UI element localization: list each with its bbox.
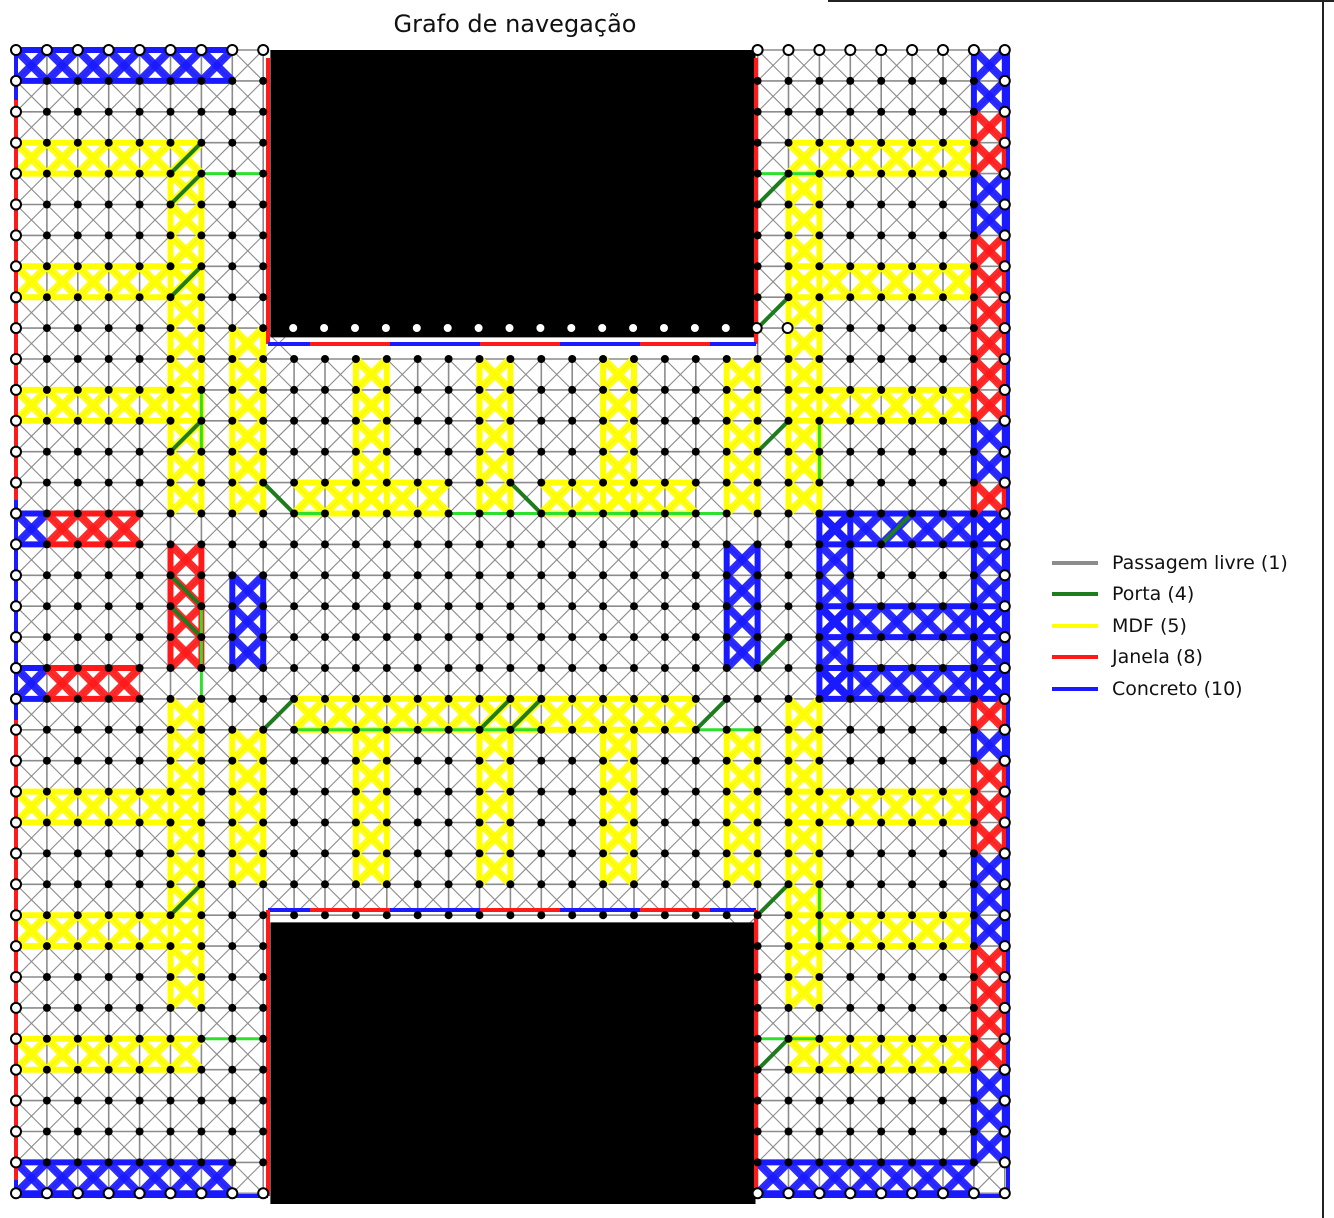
legend-swatch-free <box>1052 560 1098 565</box>
frame-top-border <box>828 0 1334 2</box>
frame-right-border <box>1322 0 1324 1218</box>
legend-swatch-door <box>1052 592 1098 597</box>
legend-label-free: Passagem livre (1) <box>1112 551 1288 574</box>
navigation-graph <box>10 44 1011 1204</box>
legend-label-window: Janela (8) <box>1112 646 1203 669</box>
walls-layer <box>14 50 1010 1204</box>
legend-label-door: Porta (4) <box>1112 583 1195 606</box>
nodes-layer <box>10 44 1011 1200</box>
legend-item-window: Janela (8) <box>1052 642 1288 674</box>
legend-item-door: Porta (4) <box>1052 579 1288 611</box>
legend-item-concrete: Concreto (10) <box>1052 673 1288 705</box>
edges-layer <box>13 47 1008 1197</box>
legend-swatch-window <box>1052 655 1098 660</box>
legend-label-mdf: MDF (5) <box>1112 614 1187 637</box>
legend: Passagem livre (1) Porta (4) MDF (5) Jan… <box>1052 547 1288 705</box>
legend-item-mdf: MDF (5) <box>1052 610 1288 642</box>
legend-label-concrete: Concreto (10) <box>1112 677 1243 700</box>
legend-item-free: Passagem livre (1) <box>1052 547 1288 579</box>
graph-title: Grafo de navegação <box>393 10 637 38</box>
legend-swatch-mdf <box>1052 623 1098 628</box>
legend-swatch-concrete <box>1052 686 1098 691</box>
